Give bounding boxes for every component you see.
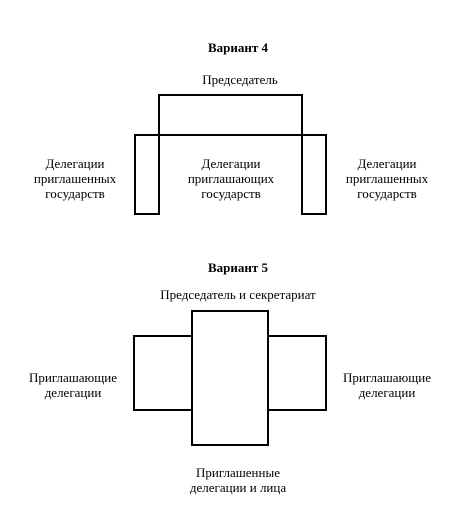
v4-right-label-line1: Делегации xyxy=(357,156,417,171)
v5-left-label: Приглашающие делегации xyxy=(18,370,128,400)
v5-bottom-label-line2: делегации и лица xyxy=(189,480,287,495)
v5-center-table xyxy=(191,310,269,446)
v5-left-label-line2: делегации xyxy=(44,385,102,400)
v4-left-label-line1: Делегации xyxy=(45,156,105,171)
v4-chair-label: Председатель xyxy=(202,72,278,87)
v5-right-label: Приглашающие делегации xyxy=(332,370,442,400)
v4-left-label: Делегации приглашенных государств xyxy=(20,156,130,201)
v5-left-table xyxy=(133,335,193,411)
v4-left-table xyxy=(134,134,160,215)
v4-center-label-line2: приглашающих xyxy=(187,171,275,186)
v4-heading: Вариант 4 xyxy=(207,40,269,55)
v5-right-table xyxy=(267,335,327,411)
v5-left-label-line1: Приглашающие xyxy=(28,370,117,385)
v5-right-label-line1: Приглашающие xyxy=(342,370,431,385)
v4-center-label-line1: Делегации xyxy=(201,156,261,171)
v4-center-label-line3: государств xyxy=(201,186,261,201)
v5-bottom-label: Приглашенные делегации и лица xyxy=(170,465,306,495)
v4-right-label-line3: государств xyxy=(357,186,417,201)
v4-right-label-line2: приглашенных xyxy=(345,171,429,186)
v4-right-table xyxy=(301,134,327,215)
v5-heading: Вариант 5 xyxy=(207,260,269,275)
v5-right-label-line2: делегации xyxy=(358,385,416,400)
v4-left-label-line2: приглашенных xyxy=(33,171,117,186)
v4-left-label-line3: государств xyxy=(45,186,105,201)
v4-right-label: Делегации приглашенных государств xyxy=(332,156,442,201)
v4-chair-table xyxy=(158,94,303,136)
v5-bottom-label-line1: Приглашенные xyxy=(196,465,280,480)
v4-center-label: Делегации приглашающих государств xyxy=(175,156,287,201)
v5-top-label: Председатель и секретариат xyxy=(160,287,316,302)
